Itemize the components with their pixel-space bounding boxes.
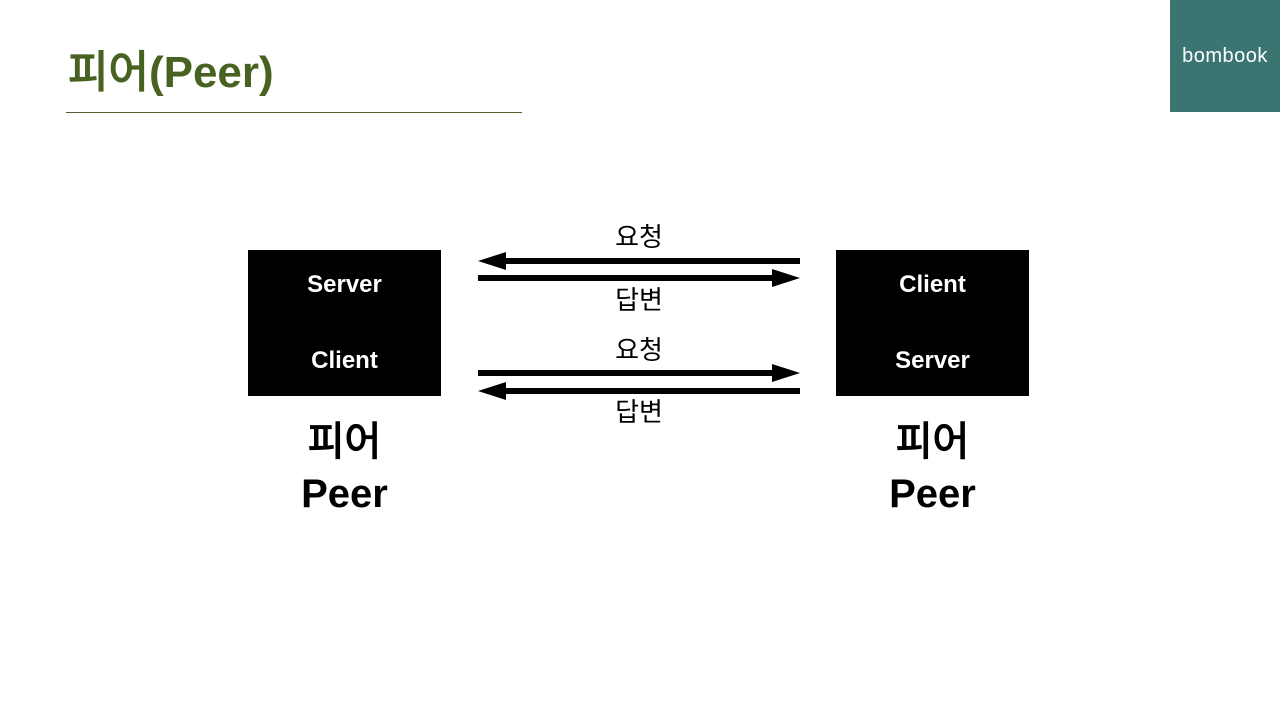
channel1-answer-label: 답변: [615, 285, 663, 315]
left-peer-caption-ko: 피어: [307, 420, 382, 464]
left-peer-caption-en: Peer: [301, 472, 388, 516]
channel1-request-arrow-left-icon: [478, 251, 800, 271]
channel2-answer-label: 답변: [615, 397, 663, 427]
channel1-answer-arrow-right-icon: [478, 268, 800, 288]
channel2-request-arrow-right-icon: [478, 363, 800, 383]
channel2-request-label: 요청: [615, 335, 663, 365]
left-peer-role-bottom: Client: [311, 347, 378, 374]
right-peer-caption: 피어 Peer: [836, 416, 1029, 520]
left-peer-caption: 피어 Peer: [248, 416, 441, 520]
page-title: 피어(Peer): [68, 48, 274, 97]
right-peer-caption-ko: 피어: [895, 420, 970, 464]
right-peer-caption-en: Peer: [889, 472, 976, 516]
left-peer-box: Server Client: [248, 250, 441, 396]
right-peer-box: Client Server: [836, 250, 1029, 396]
right-peer-role-top: Client: [899, 271, 966, 298]
right-peer-role-bottom: Server: [895, 347, 970, 374]
bombook-logo: bombook: [1170, 0, 1280, 112]
title-underline: [66, 112, 522, 113]
bombook-logo-text: bombook: [1182, 44, 1268, 67]
channel1-request-label: 요청: [615, 222, 663, 252]
channel2-answer-arrow-left-icon: [478, 381, 800, 401]
left-peer-role-top: Server: [307, 271, 382, 298]
